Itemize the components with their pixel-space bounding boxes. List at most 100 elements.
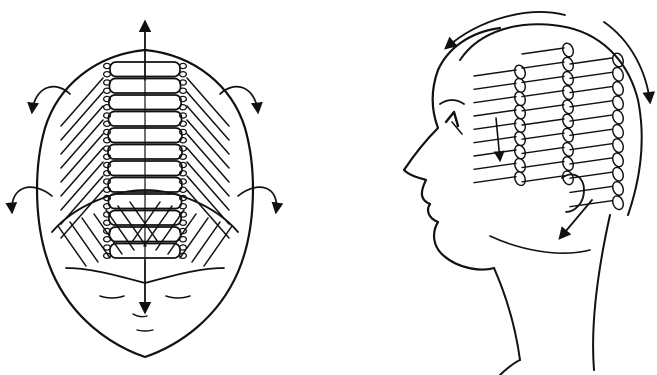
bead (180, 237, 187, 242)
bead (180, 88, 187, 93)
bead (104, 162, 111, 167)
top-arc-arrow (446, 12, 565, 48)
jaw-line (490, 236, 590, 253)
side-curler-line (570, 115, 612, 121)
left-eye (100, 296, 124, 298)
upper-right-curler-line (187, 162, 229, 210)
side-curler-line (570, 186, 612, 192)
side-curler-line (570, 72, 612, 78)
side-curler-line (474, 177, 516, 183)
side-bead (561, 170, 575, 187)
lower-right-curler-line (180, 218, 208, 258)
side-curler-line (522, 62, 564, 68)
lower-left-curler-line (58, 226, 86, 266)
side-curler-line (474, 150, 516, 156)
upper-left-curler-line (61, 92, 103, 140)
side-bead (611, 194, 625, 211)
upper-left-curler-line (61, 134, 103, 182)
side-bead (611, 109, 625, 126)
side-curler-line (474, 83, 516, 89)
lower-right-curler-line (144, 206, 172, 246)
side-curler-line (522, 147, 564, 153)
mouth (137, 330, 153, 331)
side-curler-line (522, 91, 564, 97)
side-bead (513, 104, 527, 121)
side-curler-line (474, 163, 516, 169)
side-bead (561, 113, 575, 130)
side-curler-line (522, 76, 564, 82)
upper-right-curler-line (187, 190, 229, 238)
side-curler-line (570, 158, 612, 164)
bead (104, 63, 111, 68)
side-bead (513, 144, 527, 161)
upper-right-curler-line (187, 120, 229, 168)
eyebrow (440, 100, 464, 104)
bead (180, 63, 187, 68)
side-bead (611, 80, 625, 97)
side-bead (561, 141, 575, 158)
bead (180, 146, 187, 151)
side-bead (513, 90, 527, 107)
side-curler-line (522, 176, 564, 182)
shoulder (500, 360, 520, 375)
side-curler-line (570, 87, 612, 93)
side-curler-line (522, 133, 564, 139)
back-arc-arrow (604, 22, 650, 102)
side-bead (513, 130, 527, 147)
side-bead (513, 170, 527, 187)
upper-right-curl-arrow (220, 87, 258, 112)
lower-right-curl-arrow (238, 187, 276, 212)
side-bead (561, 155, 575, 172)
upper-right-curler-line (187, 92, 229, 140)
upper-right-curler-line (187, 148, 229, 196)
side-bead (561, 56, 575, 73)
lower-left-curler-line (82, 218, 110, 258)
bead (180, 245, 187, 250)
side-curler-rows (474, 48, 612, 207)
side-curler-line (570, 144, 612, 150)
side-curler-line (522, 162, 564, 168)
bead (104, 245, 111, 250)
bead (104, 146, 111, 151)
lower-left-curler-line (70, 222, 98, 262)
side-bead (611, 137, 625, 154)
lower-left-curler-line (118, 206, 146, 246)
side-bead (513, 64, 527, 81)
neck-back (593, 215, 610, 370)
top-view-head (12, 22, 277, 357)
side-curler-line (570, 101, 612, 107)
profile-outline (404, 28, 500, 270)
lower-right-curler-line (192, 222, 220, 262)
side-curler-line (474, 137, 516, 143)
bead (104, 72, 111, 77)
upper-right-curler-line (187, 78, 229, 126)
side-bead (561, 42, 575, 59)
side-bead (513, 157, 527, 174)
side-bead (561, 70, 575, 87)
side-bead (611, 66, 625, 83)
side-bead (611, 152, 625, 169)
side-bead (513, 117, 527, 134)
eye (446, 112, 458, 126)
side-view-head (404, 12, 650, 375)
upper-left-curler-line (61, 148, 103, 196)
lower-left-curl-arrow (12, 187, 52, 212)
side-bead (513, 77, 527, 94)
side-curler-line (474, 97, 516, 103)
bead (180, 162, 187, 167)
side-curler-line (522, 48, 564, 54)
upper-right-curler-line (187, 106, 229, 154)
side-bead (611, 95, 625, 112)
side-curler-line (474, 70, 516, 76)
lower-right-curler-line (204, 226, 232, 266)
side-curler-line (474, 123, 516, 129)
neck-front (494, 268, 520, 360)
side-bead (611, 180, 625, 197)
side-curler-line (474, 110, 516, 116)
nose (133, 314, 147, 317)
side-curler-line (570, 58, 612, 64)
upper-left-curler-line (61, 106, 103, 154)
bead (180, 72, 187, 77)
side-curler-line (522, 105, 564, 111)
bead (104, 237, 111, 242)
